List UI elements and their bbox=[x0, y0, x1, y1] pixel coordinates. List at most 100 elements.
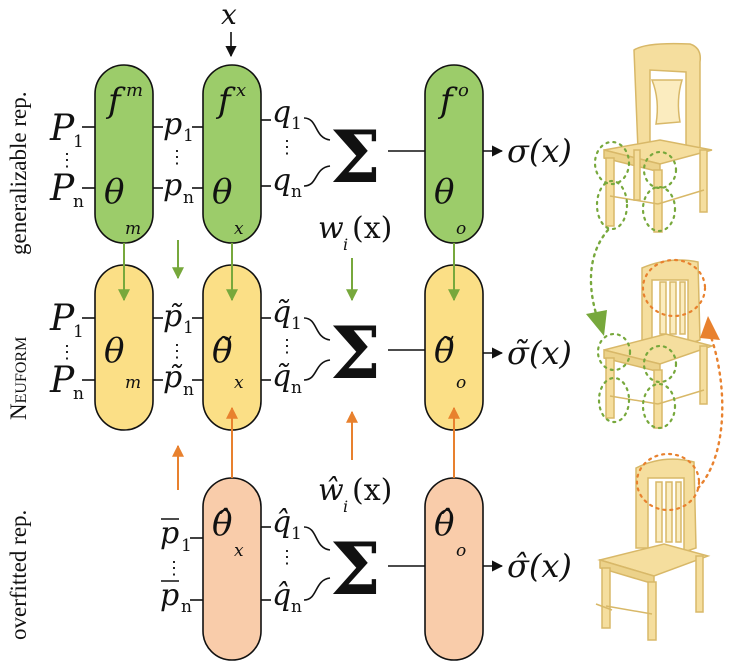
top-chair-dotted-circles bbox=[593, 140, 678, 233]
svg-text:⋮: ⋮ bbox=[168, 147, 186, 168]
theta-hat-x-content: θ̂ x bbox=[212, 504, 244, 561]
svg-text:θ: θ bbox=[434, 172, 454, 212]
svg-text:⋮: ⋮ bbox=[278, 137, 296, 158]
bottom-q-hat-features: q̂ 1 ⋮ q̂ n bbox=[261, 505, 331, 617]
svg-text:n: n bbox=[73, 384, 84, 404]
mid-chair-dotted-circles bbox=[596, 258, 707, 430]
svg-text:o: o bbox=[456, 541, 466, 561]
top-sum-symbol: Σ bbox=[330, 114, 381, 199]
input-x-label: x bbox=[221, 0, 237, 31]
svg-text:1: 1 bbox=[291, 114, 302, 134]
svg-text:(x): (x) bbox=[352, 211, 392, 246]
bottom-chair-dotted-circle bbox=[635, 452, 701, 512]
mid-sum-symbol: Σ bbox=[330, 310, 381, 395]
theta-tilde-x-content: θ̃ x bbox=[212, 331, 244, 393]
orange-dotted-transfer-arrow bbox=[696, 332, 724, 490]
svg-text:x: x bbox=[234, 219, 244, 239]
svg-text:x: x bbox=[234, 373, 244, 393]
svg-text:q̃: q̃ bbox=[272, 359, 291, 394]
svg-text:p: p bbox=[160, 578, 179, 613]
svg-text:n: n bbox=[291, 182, 302, 202]
svg-text:q: q bbox=[272, 95, 291, 130]
bottom-output-sigma-hat: σ̂(x) bbox=[507, 547, 572, 585]
svg-text:p: p bbox=[163, 168, 182, 203]
svg-text:⋮: ⋮ bbox=[58, 150, 76, 171]
chair-image-generalizable bbox=[603, 42, 713, 233]
svg-text:1: 1 bbox=[291, 314, 302, 334]
svg-text:θ̃: θ̃ bbox=[434, 331, 454, 371]
svg-text:n: n bbox=[183, 380, 194, 400]
svg-text:w: w bbox=[318, 211, 344, 246]
capsule-f-o bbox=[424, 64, 484, 244]
row-label-neuform: NEUFORM bbox=[6, 337, 31, 420]
svg-text:θ: θ bbox=[104, 331, 124, 371]
svg-text:P: P bbox=[49, 360, 75, 401]
svg-text:1: 1 bbox=[73, 132, 84, 152]
svg-text:n: n bbox=[291, 378, 302, 398]
bottom-sum-symbol: Σ bbox=[330, 526, 381, 611]
row-label-generalizable: generalizable rep. bbox=[6, 92, 31, 255]
svg-text:i: i bbox=[343, 235, 348, 254]
row-label-overfitted: overfitted rep. bbox=[6, 510, 31, 640]
svg-text:1: 1 bbox=[73, 322, 84, 342]
top-p-features: p 1 ⋮ p n bbox=[153, 107, 203, 208]
svg-text:x: x bbox=[236, 80, 246, 101]
svg-text:P: P bbox=[49, 108, 75, 149]
orange-transfer-arrows bbox=[172, 406, 460, 490]
svg-text:n: n bbox=[73, 192, 84, 212]
svg-text:o: o bbox=[456, 373, 466, 393]
svg-text:p̃: p̃ bbox=[163, 360, 183, 395]
svg-text:x: x bbox=[234, 541, 244, 561]
capsule-f-x bbox=[202, 64, 262, 244]
green-dotted-transfer-arrow bbox=[589, 228, 610, 322]
svg-text:⋮: ⋮ bbox=[58, 342, 76, 363]
svg-text:m: m bbox=[125, 219, 141, 239]
svg-text:m: m bbox=[126, 80, 143, 101]
bottom-weight-label: ŵ i (x) bbox=[318, 473, 392, 516]
svg-text:θ̂: θ̂ bbox=[212, 504, 232, 544]
svg-text:q̂: q̂ bbox=[272, 505, 291, 540]
svg-text:ŵ: ŵ bbox=[318, 473, 344, 508]
svg-text:θ̂: θ̂ bbox=[434, 504, 454, 544]
svg-text:⋮: ⋮ bbox=[165, 558, 183, 579]
mid-q-tilde-features: q̃ 1 ⋮ q̃ n bbox=[261, 295, 331, 398]
svg-text:n: n bbox=[291, 597, 302, 617]
theta-hat-o-content: θ̂ o bbox=[434, 504, 466, 561]
svg-text:θ: θ bbox=[212, 172, 232, 212]
svg-text:p̃: p̃ bbox=[163, 299, 183, 334]
top-q-features: q 1 ⋮ q n bbox=[261, 95, 331, 202]
svg-text:⋮: ⋮ bbox=[278, 336, 296, 357]
theta-tilde-o-content: θ̃ o bbox=[434, 331, 466, 393]
green-arrowhead bbox=[586, 310, 607, 336]
svg-text:⋮: ⋮ bbox=[278, 547, 296, 568]
svg-text:P: P bbox=[49, 168, 75, 209]
svg-text:n: n bbox=[183, 188, 194, 208]
top-P-inputs: P 1 ⋮ P n bbox=[49, 108, 95, 212]
mid-p-tilde-features: p̃ 1 ⋮ p̃ n bbox=[153, 299, 203, 400]
svg-text:o: o bbox=[456, 219, 466, 239]
capsule-f-m bbox=[94, 64, 154, 244]
svg-text:(x): (x) bbox=[352, 473, 392, 508]
mid-P-inputs: P 1 ⋮ P n bbox=[49, 298, 95, 404]
svg-text:1: 1 bbox=[291, 524, 302, 544]
svg-text:1: 1 bbox=[183, 318, 194, 338]
svg-text:q̂: q̂ bbox=[272, 578, 291, 613]
svg-text:i: i bbox=[343, 497, 348, 516]
svg-text:p: p bbox=[160, 516, 179, 551]
svg-text:θ: θ bbox=[104, 172, 124, 212]
orange-arrowhead bbox=[700, 316, 720, 340]
svg-text:n: n bbox=[181, 597, 192, 617]
svg-text:1: 1 bbox=[181, 536, 192, 556]
svg-text:p: p bbox=[163, 107, 182, 142]
svg-text:o: o bbox=[458, 80, 469, 101]
bottom-p-bar-features: p 1 ⋮ p n bbox=[160, 516, 203, 617]
svg-text:NEUFORM: NEUFORM bbox=[6, 337, 31, 420]
svg-text:q̃: q̃ bbox=[272, 295, 291, 330]
top-output-sigma: σ(x) bbox=[507, 132, 572, 170]
svg-text:1: 1 bbox=[183, 126, 194, 146]
svg-text:P: P bbox=[49, 298, 75, 339]
svg-text:θ̃: θ̃ bbox=[212, 331, 232, 371]
svg-text:⋮: ⋮ bbox=[168, 341, 186, 362]
